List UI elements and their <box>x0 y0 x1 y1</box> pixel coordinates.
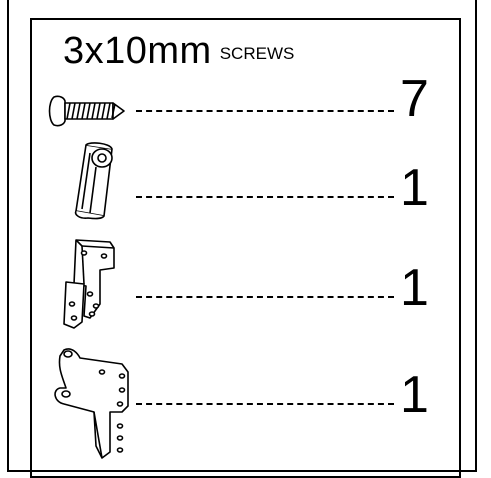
angle-bracket-icon <box>63 239 115 329</box>
screw-type-label: SCREWS <box>219 44 295 63</box>
screw-size-label: 3x10mm <box>63 30 212 72</box>
leader-dots <box>136 296 394 298</box>
cylinder-knob-icon <box>74 142 113 220</box>
leader-dots <box>136 196 394 198</box>
leader-dots <box>136 403 394 405</box>
part-quantity: 1 <box>400 159 429 217</box>
part-quantity: 1 <box>400 366 429 424</box>
screw-icon <box>48 95 125 127</box>
part-quantity: 1 <box>400 259 429 317</box>
mounting-plate-icon <box>54 348 129 459</box>
leader-dots <box>136 110 394 112</box>
parts-header: 3x10mm SCREWS <box>63 30 294 73</box>
part-quantity: 7 <box>400 70 429 128</box>
